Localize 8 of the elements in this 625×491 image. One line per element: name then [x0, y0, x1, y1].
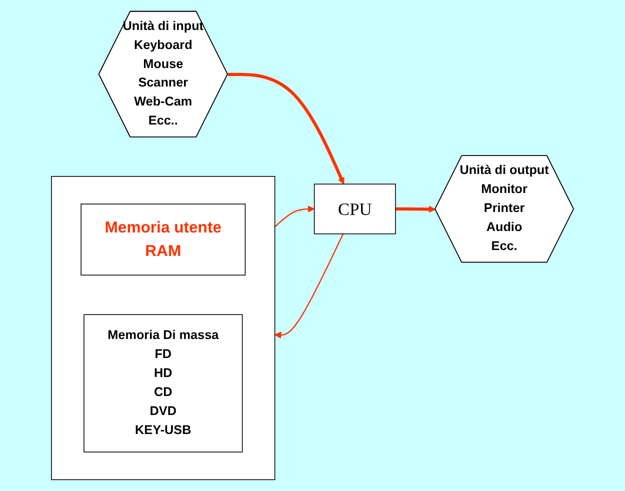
arrow	[274, 206, 315, 228]
node-box: Memoria Di massa FD HD CD DVD KEY-USB	[84, 314, 243, 452]
node-box: Memoria utente RAM	[80, 204, 246, 276]
arrow	[396, 206, 436, 213]
cluster	[51, 176, 276, 480]
arrow	[274, 234, 344, 339]
arrow	[228, 72, 344, 184]
node-box: CPU	[314, 184, 396, 234]
